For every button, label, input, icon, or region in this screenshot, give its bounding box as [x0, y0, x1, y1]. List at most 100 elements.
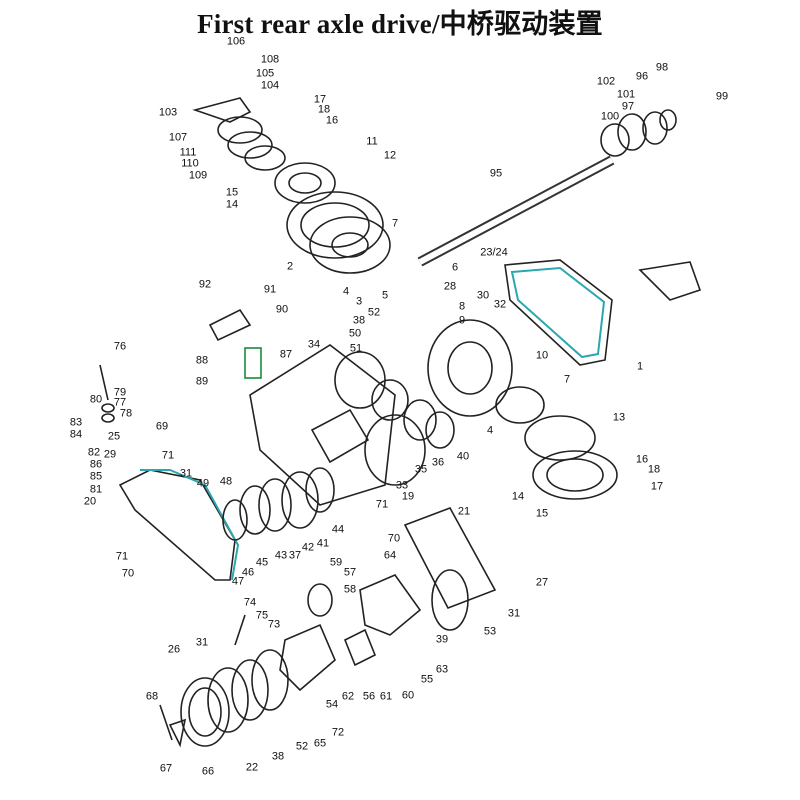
callout-108: 108: [260, 53, 280, 66]
callout-51: 51: [349, 342, 363, 355]
callout-22: 22: [245, 761, 259, 774]
callout-52: 52: [295, 740, 309, 753]
callout-111: 111: [179, 146, 197, 159]
gear-set: [334, 319, 618, 500]
through-shaft: [417, 155, 615, 267]
callout-56: 56: [362, 690, 376, 703]
callout-102: 102: [596, 75, 616, 88]
callout-13: 13: [612, 411, 626, 424]
callout-18: 18: [317, 103, 331, 116]
upper-bearing-cluster: [192, 97, 391, 274]
callout-95: 95: [489, 167, 503, 180]
callout-97: 97: [621, 100, 635, 113]
callout-58: 58: [343, 583, 357, 596]
callout-53: 53: [483, 625, 497, 638]
callout-44: 44: [331, 523, 345, 536]
callout-43: 43: [274, 549, 288, 562]
callout-10: 10: [535, 349, 549, 362]
callout-14: 14: [511, 490, 525, 503]
diagram-title: First rear axle drive/中桥驱动装置: [197, 9, 603, 39]
callout-105: 105: [255, 67, 275, 80]
callout-72: 72: [331, 726, 345, 739]
callout-57: 57: [343, 566, 357, 579]
callout-82: 82: [87, 446, 101, 459]
callout-83: 83: [69, 416, 83, 429]
callout-46: 46: [241, 566, 255, 579]
callout-21: 21: [457, 505, 471, 518]
callout-48: 48: [219, 475, 233, 488]
callout-42: 42: [301, 541, 315, 554]
callout-6: 6: [451, 261, 459, 274]
callout-70: 70: [121, 567, 135, 580]
callout-16: 16: [635, 453, 649, 466]
callout-109: 109: [188, 169, 208, 182]
callout-71: 71: [115, 550, 129, 563]
callout-20: 20: [83, 495, 97, 508]
callout-30: 30: [476, 289, 490, 302]
callout-31: 31: [195, 636, 209, 649]
callout-33: 33: [395, 479, 409, 492]
callout-100: 100: [600, 110, 620, 123]
callout-70: 70: [387, 532, 401, 545]
cover-plate: [403, 507, 497, 631]
callout-61: 61: [379, 690, 393, 703]
callout-54: 54: [325, 698, 339, 711]
callout-55: 55: [420, 673, 434, 686]
callout-29: 29: [103, 448, 117, 461]
callout-1: 1: [636, 360, 644, 373]
right-bearing-cluster: [600, 109, 702, 301]
callout-99: 99: [715, 90, 729, 103]
callout-25: 25: [107, 430, 121, 443]
callout-92: 92: [198, 278, 212, 291]
callout-37: 37: [288, 549, 302, 562]
callout-40: 40: [456, 450, 470, 463]
callout-80: 80: [89, 393, 103, 406]
callout-34: 34: [307, 338, 321, 351]
callout-107: 107: [168, 131, 188, 144]
callout-106: 106: [226, 35, 246, 48]
shift-arm-housing: [99, 364, 240, 581]
callout-87: 87: [279, 348, 293, 361]
callout-71: 71: [161, 449, 175, 462]
callout-7: 7: [391, 217, 399, 230]
callout-35: 35: [414, 463, 428, 476]
callout-18: 18: [647, 463, 661, 476]
callout-4: 4: [342, 285, 350, 298]
callout-23-24: 23/24: [480, 246, 508, 259]
callout-36: 36: [431, 456, 445, 469]
callout-60: 60: [401, 689, 415, 702]
callout-2: 2: [286, 260, 294, 273]
callout-49: 49: [196, 477, 210, 490]
carrier-cover: [504, 259, 613, 366]
callout-75: 75: [255, 609, 269, 622]
callout-103: 103: [158, 106, 178, 119]
callout-4: 4: [486, 424, 494, 437]
callout-85: 85: [89, 470, 103, 483]
callout-11: 11: [366, 135, 378, 148]
callout-104: 104: [260, 79, 280, 92]
callout-91: 91: [263, 283, 277, 296]
callout-110: 110: [181, 157, 199, 170]
callout-101: 101: [616, 88, 636, 101]
callout-81: 81: [89, 483, 103, 496]
callout-28: 28: [443, 280, 457, 293]
shift-cylinder: [208, 308, 262, 379]
callout-7: 7: [563, 373, 571, 386]
callout-69: 69: [155, 420, 169, 433]
callout-12: 12: [383, 149, 397, 162]
callout-39: 39: [435, 633, 449, 646]
callout-32: 32: [493, 298, 507, 311]
callout-78: 78: [119, 407, 133, 420]
callout-50: 50: [348, 327, 362, 340]
callout-47: 47: [231, 575, 245, 588]
callout-15: 15: [225, 186, 239, 199]
callout-38: 38: [271, 750, 285, 763]
callout-65: 65: [313, 737, 327, 750]
callout-62: 62: [341, 690, 355, 703]
callout-71: 71: [375, 498, 389, 511]
callout-89: 89: [195, 375, 209, 388]
callout-14: 14: [225, 198, 239, 211]
callout-38: 38: [352, 314, 366, 327]
callout-64: 64: [383, 549, 397, 562]
